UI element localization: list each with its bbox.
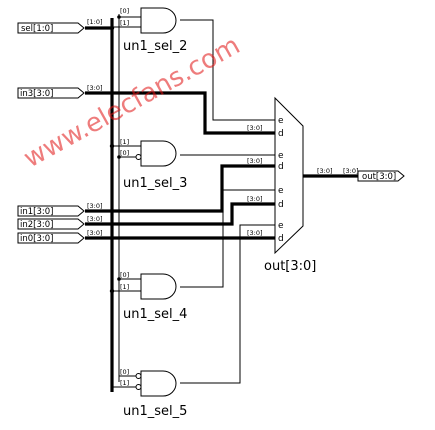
port-in1-label: in1[3:0] [20, 207, 53, 217]
wires [85, 14, 358, 392]
mux-pin-d0: d [278, 129, 284, 139]
mux-out-label: [3:0] [317, 167, 333, 175]
mux-pin-e0: e [278, 116, 284, 126]
mux-label: out[3:0] [264, 259, 316, 274]
g5-out-wire [180, 224, 275, 384]
mux-pin-d2: d [278, 200, 284, 210]
mux-d3-label: [3:0] [247, 229, 263, 237]
and-gate-un1-sel-2: un1_sel_2 [123, 7, 187, 54]
gate-label-un1-sel-4: un1_sel_4 [123, 307, 187, 322]
out-bus-label: [3:0] [343, 167, 359, 175]
g3-pin1-label: [1] [120, 138, 129, 146]
port-sel: sel[1:0] [17, 22, 85, 34]
in3-bus-wire [85, 91, 275, 135]
g4-pin1-label: [1] [120, 283, 129, 291]
port-out-label: out[3:0] [362, 172, 396, 182]
port-in0: in0[3:0] [17, 232, 85, 244]
g2-pin0-label: [0] [120, 7, 129, 15]
port-in1: in1[3:0] [17, 205, 85, 217]
in2-bus-label: [3:0] [87, 215, 103, 223]
mux-pin-d1: d [278, 162, 284, 172]
port-in0-label: in0[3:0] [20, 234, 53, 244]
sel-bus-label: [1:0] [87, 18, 103, 26]
junctions [109, 15, 121, 294]
g5-pin0-label: [0] [120, 368, 129, 376]
mux-pin-e1: e [278, 151, 284, 161]
in3-bus-label: [3:0] [87, 84, 103, 92]
inverter-bubble [135, 384, 142, 390]
in0-bus-label: [3:0] [87, 229, 103, 237]
inverter-bubble [135, 154, 142, 160]
port-in3: in3[3:0] [17, 87, 85, 99]
g2-pin1-label: [1] [120, 19, 129, 27]
port-in2: in2[3:0] [17, 218, 85, 230]
mux-pin-e2: e [278, 186, 284, 196]
in1-bus-label: [3:0] [87, 202, 103, 210]
gate-label-un1-sel-2: un1_sel_2 [123, 39, 187, 54]
bus-labels: [1:0] [0] [1] [1] [0] [0] [1] [0] [1] [3… [87, 7, 359, 387]
and-gate-un1-sel-3: un1_sel_3 [123, 140, 187, 191]
g4-pin0-label: [0] [120, 271, 129, 279]
in1-bus-wire [85, 164, 275, 213]
mux-d1-label: [3:0] [247, 157, 263, 165]
port-in3-label: in3[3:0] [20, 89, 53, 99]
gate-label-un1-sel-3: un1_sel_3 [123, 176, 187, 191]
mux-pin-e3: e [278, 221, 284, 231]
g3-pin0-label: [0] [120, 149, 129, 157]
g5-pin1-label: [1] [120, 379, 129, 387]
port-in2-label: in2[3:0] [20, 220, 53, 230]
and-gate-un1-sel-4: un1_sel_4 [123, 273, 187, 322]
g2-out-wire [180, 19, 275, 121]
mux-d0-label: [3:0] [247, 124, 263, 132]
port-sel-label: sel[1:0] [21, 24, 53, 34]
mux-d2-label: [3:0] [247, 195, 263, 203]
inverter-bubble [135, 373, 142, 379]
and-gate-un1-sel-5: un1_sel_5 [123, 370, 187, 419]
in2-bus-wire [85, 202, 275, 226]
mux-pin-d3: d [278, 234, 284, 244]
mux-out: e d e d e d e d out[3:0] [264, 96, 316, 274]
gate-label-un1-sel-5: un1_sel_5 [123, 404, 187, 419]
port-out: out[3:0] [357, 170, 405, 182]
